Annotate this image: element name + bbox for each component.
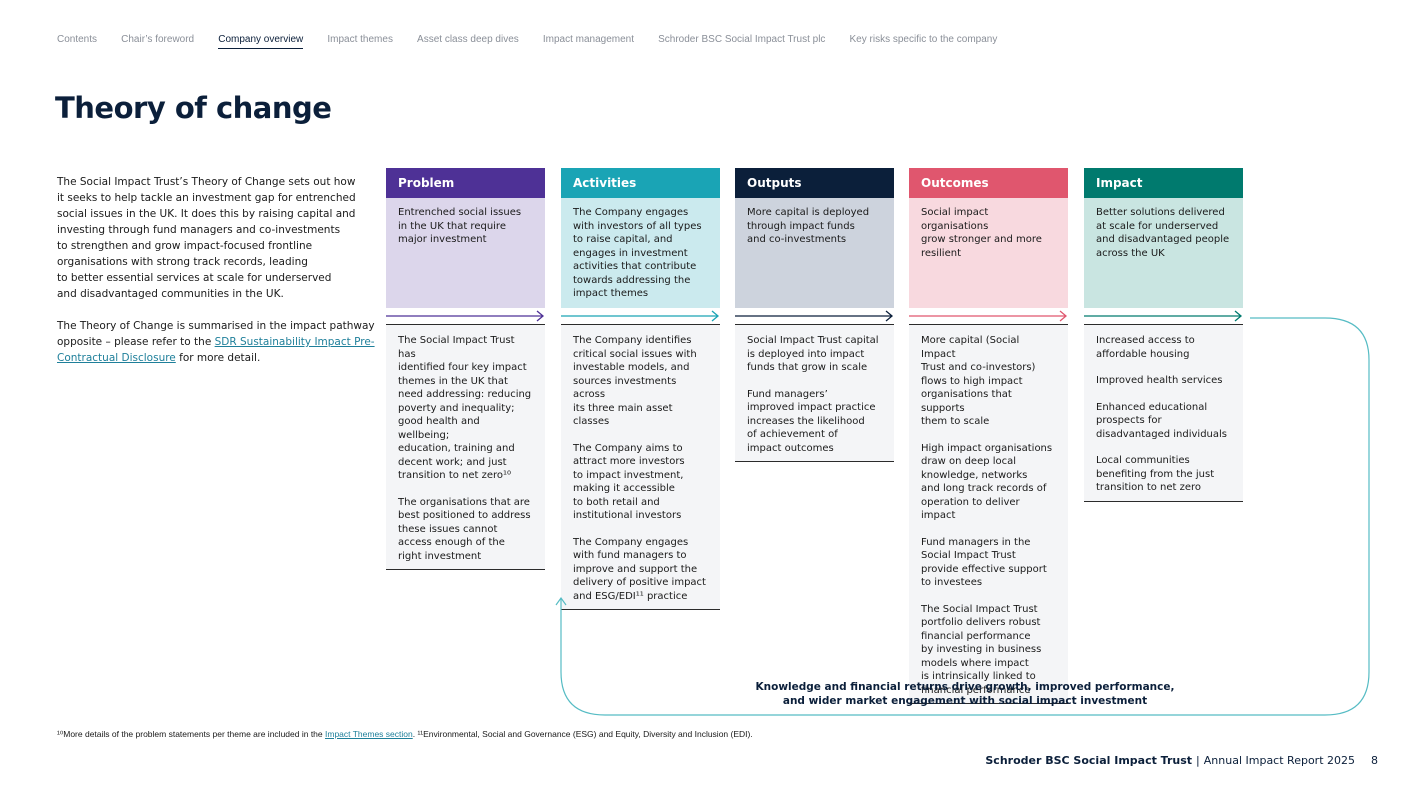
nav-key-risks[interactable]: Key risks specific to the company xyxy=(849,34,998,45)
arrow-right-icon xyxy=(561,308,720,324)
page-number: 8 xyxy=(1371,754,1378,767)
list-item: Enhanced educational prospects for disad… xyxy=(1096,401,1228,440)
intro-paragraph-2-suffix: for more detail. xyxy=(175,352,261,364)
column-summary-outputs: More capital is deployed through impact … xyxy=(735,198,894,308)
column-details-problem: The Social Impact Trust has identified f… xyxy=(386,324,545,570)
page-title: Theory of change xyxy=(55,91,332,125)
list-item: The Company aims to attract more investo… xyxy=(573,442,685,522)
column-header-problem: Problem xyxy=(386,168,545,198)
column-details-outputs: Social Impact Trust capital is deployed … xyxy=(735,324,894,462)
footnote-text-suffix: . ¹¹Environmental, Social and Governance… xyxy=(412,729,753,739)
arrow-right-icon xyxy=(909,308,1068,324)
top-navigation: Contents Chair’s foreword Company overvi… xyxy=(57,27,1390,49)
column-impact: Impact Better solutions delivered at sca… xyxy=(1084,168,1243,502)
nav-company-overview[interactable]: Company overview xyxy=(218,34,304,49)
intro-text: The Social Impact Trust’s Theory of Chan… xyxy=(57,174,377,366)
nav-contents[interactable]: Contents xyxy=(57,34,98,45)
column-summary-outcomes: Social impact organisations grow stronge… xyxy=(909,198,1068,308)
nav-chairs-foreword[interactable]: Chair’s foreword xyxy=(121,34,195,45)
column-header-activities: Activities xyxy=(561,168,720,198)
column-details-outcomes: More capital (Social Impact Trust and co… xyxy=(909,324,1068,704)
footer-organisation: Schroder BSC Social Impact Trust xyxy=(985,754,1193,767)
column-summary-impact: Better solutions delivered at scale for … xyxy=(1084,198,1243,308)
list-item: High impact organisations draw on deep l… xyxy=(921,442,1053,522)
column-header-outputs: Outputs xyxy=(735,168,894,198)
footer-separator: | xyxy=(1196,754,1200,767)
intro-paragraph-1: The Social Impact Trust’s Theory of Chan… xyxy=(57,176,356,300)
column-outputs: Outputs More capital is deployed through… xyxy=(735,168,894,462)
arrow-right-icon xyxy=(735,308,894,324)
intro-paragraph-2: The Theory of Change is summarised in th… xyxy=(57,318,377,366)
column-summary-problem: Entrenched social issues in the UK that … xyxy=(386,198,545,308)
column-header-outcomes: Outcomes xyxy=(909,168,1068,198)
list-item: Increased access to affordable housing xyxy=(1096,335,1195,360)
impact-themes-section-link[interactable]: Impact Themes section xyxy=(325,729,413,739)
column-problem: Problem Entrenched social issues in the … xyxy=(386,168,545,570)
list-item: Social Impact Trust capital is deployed … xyxy=(747,335,879,373)
intro-paragraph-2-text: The Theory of Change is summarised in th… xyxy=(57,320,375,348)
list-item: The Social Impact Trust has identified f… xyxy=(398,335,532,481)
nav-schroder-bsc-plc[interactable]: Schroder BSC Social Impact Trust plc xyxy=(658,34,826,45)
nav-impact-themes[interactable]: Impact themes xyxy=(327,34,393,45)
footnote: ¹⁰More details of the problem statements… xyxy=(57,729,753,740)
footnote-text: ¹⁰More details of the problem statements… xyxy=(57,729,325,739)
list-item: Fund managers’ improved impact practice … xyxy=(747,388,876,454)
list-item: More capital (Social Impact Trust and co… xyxy=(921,335,1036,427)
list-item: Local communities benefiting from the ju… xyxy=(1096,455,1215,493)
nav-impact-management[interactable]: Impact management xyxy=(542,34,635,45)
column-header-impact: Impact xyxy=(1084,168,1243,198)
nav-asset-class-deep-dives[interactable]: Asset class deep dives xyxy=(417,34,519,45)
feedback-loop-caption: Knowledge and financial returns drive gr… xyxy=(755,681,1175,707)
list-item: The Company identifies critical social i… xyxy=(573,335,697,427)
list-item: Fund managers in the Social Impact Trust… xyxy=(921,536,1047,589)
sdr-disclosure-link[interactable]: SDR Sustainability Impact Pre-Contractua… xyxy=(57,336,375,364)
arrow-right-icon xyxy=(386,308,545,324)
column-activities: Activities The Company engages with inve… xyxy=(561,168,720,610)
page-footer: Schroder BSC Social Impact Trust|Annual … xyxy=(985,754,1378,767)
column-details-activities: The Company identifies critical social i… xyxy=(561,324,720,610)
list-item: Improved health services xyxy=(1096,375,1223,386)
column-summary-activities: The Company engages with investors of al… xyxy=(561,198,720,308)
footer-report-title: Annual Impact Report 2025 xyxy=(1203,754,1355,767)
list-item: The organisations that are best position… xyxy=(398,496,531,562)
column-outcomes: Outcomes Social impact organisations gro… xyxy=(909,168,1068,704)
arrow-right-icon xyxy=(1084,308,1243,324)
column-details-impact: Increased access to affordable housing I… xyxy=(1084,324,1243,502)
list-item: The Company engages with fund managers t… xyxy=(573,536,706,602)
